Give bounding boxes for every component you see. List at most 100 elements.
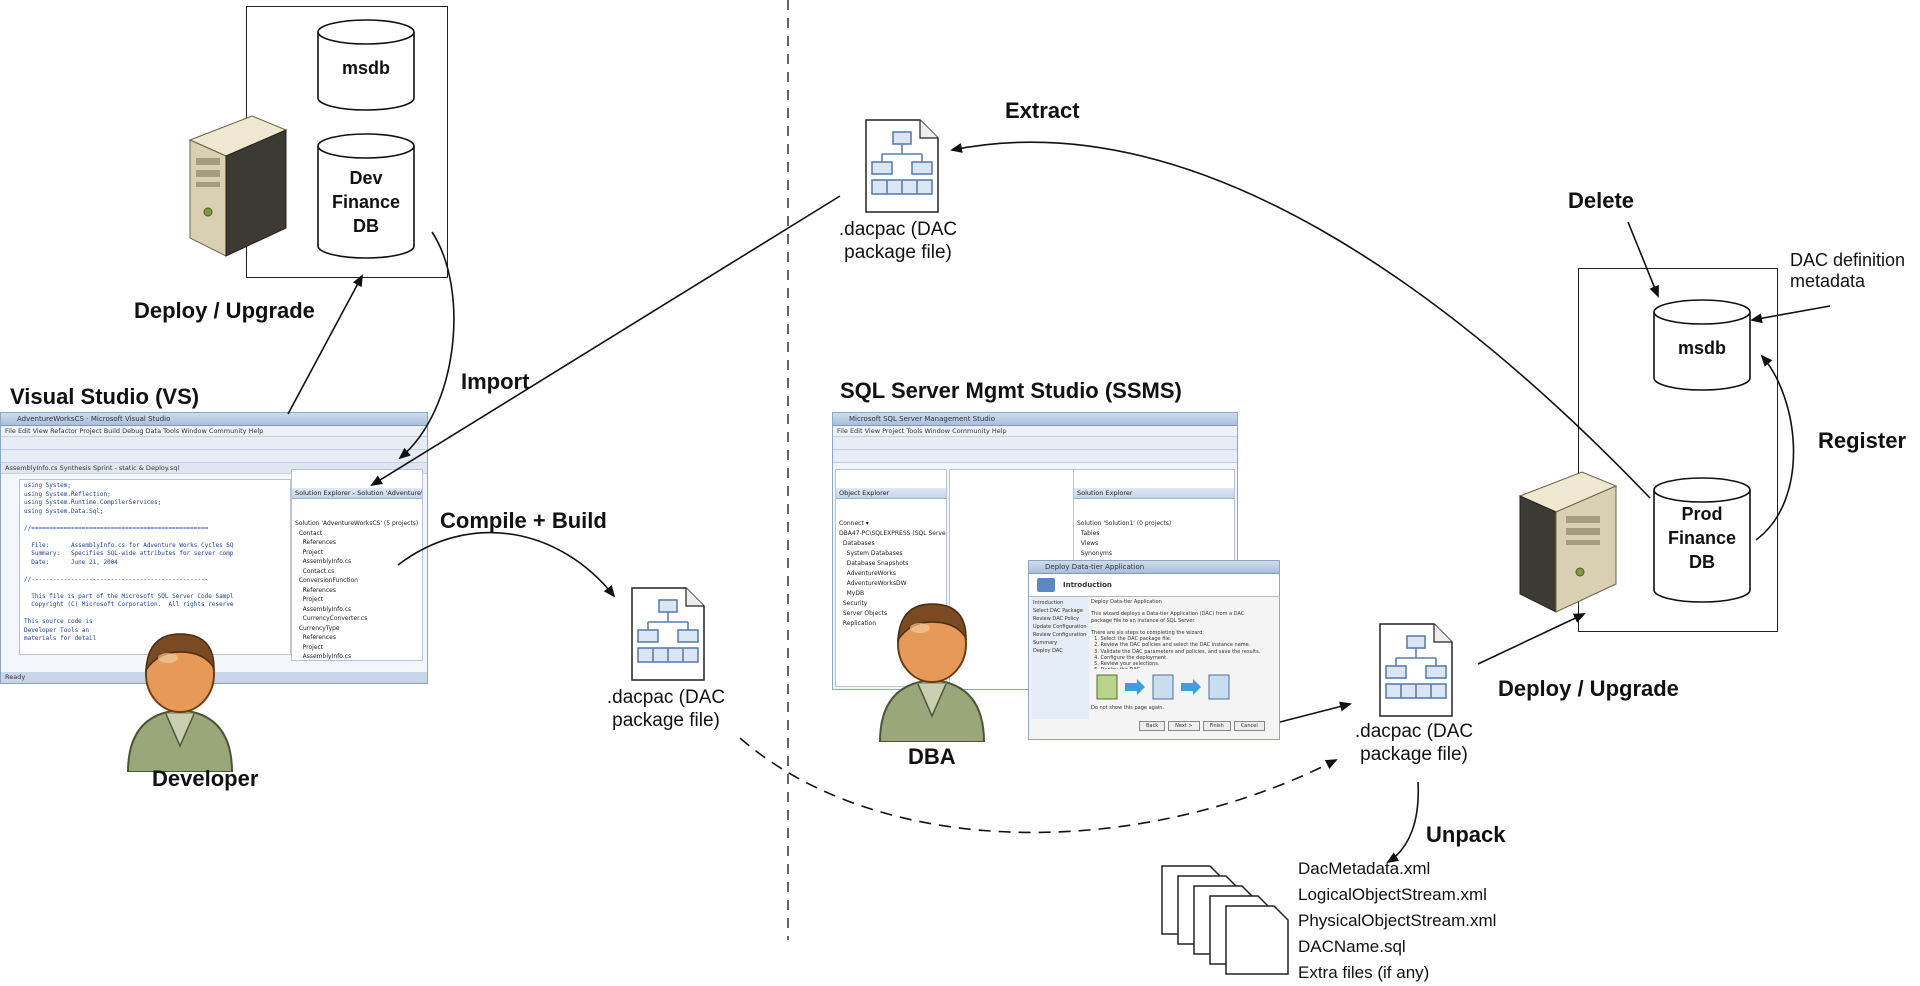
wizard-header-text: Introduction — [1063, 581, 1112, 589]
vs-menu-bar: File Edit View Refactor Project Build De… — [1, 426, 427, 437]
register-label: Register — [1818, 428, 1907, 453]
ssms-tree-item: AdventureWorks — [839, 570, 896, 577]
vs-code-line: //--------------------------------------… — [24, 575, 209, 583]
dac-definition-label: DAC definition metadata — [1790, 250, 1906, 291]
ssms-solution-explorer: Solution Explorer Solution 'Solution1' (… — [1073, 469, 1235, 561]
vs-code-line: File: AssemblyInfo.cs for Adventure Work… — [24, 541, 234, 549]
file-dacmetadata: DacMetadata.xml — [1298, 859, 1431, 878]
top-dacpac-caption: .dacpac (DAC package file) — [838, 219, 958, 263]
wizard-logo-icon — [1037, 578, 1055, 592]
wizard-cancel-button[interactable]: Cancel — [1233, 721, 1265, 731]
vs-code-line: Copyright (C) Microsoft Corporation. All… — [24, 601, 234, 608]
wizard-body: Deploy Data-tier Application This wizard… — [1091, 599, 1273, 669]
dev-msdb-cylinder: msdb — [316, 18, 416, 112]
unpacked-file-list: DacMetadata.xml LogicalObjectStream.xml … — [1298, 856, 1496, 986]
person-icon — [126, 633, 234, 772]
prod-msdb-cylinder: msdb — [1652, 298, 1752, 392]
ssms-tree-item: AdventureWorksDW — [839, 580, 907, 587]
vs-code-line — [24, 584, 286, 593]
ssms-object-explorer-title: Object Explorer — [836, 488, 946, 499]
vs-code-line: using System.Data.Sql; — [24, 507, 104, 515]
file-dacname-sql: DACName.sql — [1298, 937, 1406, 956]
vs-code-line: materials for detail — [24, 635, 97, 642]
wizard-body-line: package file to an instance of SQL Serve… — [1091, 617, 1196, 624]
vs-solution-item: References — [295, 634, 336, 641]
wizard-body-line: This wizard deploys a Data-tier Applicat… — [1091, 611, 1245, 618]
vs-code-line — [24, 567, 286, 576]
file-logical-object-stream: LogicalObjectStream.xml — [1298, 885, 1487, 904]
ssms-menu-bar: File Edit View Project Tools Window Comm… — [833, 426, 1237, 437]
vs-window-title: AdventureWorksCS - Microsoft Visual Stud… — [1, 413, 427, 426]
vs-toolbar-2 — [1, 450, 427, 463]
ssms-tree-item: Databases — [839, 540, 875, 547]
wizard-step: Update Configuration — [1033, 624, 1087, 630]
extract-label: Extract — [1005, 98, 1080, 123]
ssms-toolbar — [833, 437, 1237, 450]
ssms-solution-item: Tables — [1077, 530, 1100, 537]
left-deploy-upgrade-label: Deploy / Upgrade — [134, 298, 315, 323]
wizard-header: Introduction — [1029, 574, 1279, 597]
wizard-body-line: Deploy Data-tier Application — [1091, 599, 1162, 605]
wizard-footer: Do not show this page again. — [1091, 705, 1165, 711]
vs-code-line: This source code is — [24, 618, 93, 625]
dba-label: DBA — [908, 744, 956, 769]
file-physical-object-stream: PhysicalObjectStream.xml — [1298, 911, 1497, 930]
wizard-step: Select DAC Package — [1033, 608, 1083, 614]
file-extra-files: Extra files (if any) — [1298, 963, 1430, 982]
ssms-tree-item: DBA47-PC\SQLEXPRESS (SQL Server — [839, 530, 947, 537]
vs-solution-item: References — [295, 539, 336, 546]
unpack-label: Unpack — [1426, 822, 1506, 847]
vs-code-line: Developer Tools an — [24, 626, 90, 634]
wizard-step: Introduction — [1033, 600, 1064, 606]
import-label: Import — [461, 369, 530, 394]
ssms-tree-item: Security — [839, 600, 868, 607]
wizard-back-button[interactable]: Back — [1139, 721, 1166, 731]
vs-solution-item: References — [295, 586, 336, 594]
wizard-body-line: 3. Validate the DAC parameters and polic… — [1091, 648, 1261, 655]
vs-solution-title: Solution Explorer - Solution 'AdventureW… — [292, 488, 422, 499]
ssms-title: SQL Server Mgmt Studio (SSMS) — [840, 378, 1182, 403]
wizard-finish-button[interactable]: Finish — [1202, 721, 1231, 731]
wizard-step: Summary — [1033, 640, 1058, 646]
vs-solution-item: AssemblyInfo.cs — [295, 605, 352, 613]
vs-code-line: using System.Reflection; — [24, 490, 111, 498]
vs-title: Visual Studio (VS) — [10, 384, 200, 409]
vs-solution-item: CurrencyType — [295, 624, 340, 632]
vs-code-line — [24, 516, 286, 525]
wizard-title: Deploy Data-tier Application — [1029, 561, 1279, 574]
wizard-next-button[interactable]: Next > — [1168, 721, 1200, 731]
dacpac-file-icon — [1379, 623, 1453, 717]
person-icon — [878, 603, 986, 742]
ssms-tree-item: Server Objects — [839, 610, 888, 617]
left-dacpac-caption: .dacpac (DAC package file) — [606, 687, 726, 731]
ssms-tree-item: Connect ▾ — [839, 520, 869, 527]
wizard-body-line: 6. Deploy the DAC. — [1091, 667, 1273, 669]
vs-solution-item: Project — [295, 643, 324, 651]
server-icon — [188, 115, 288, 257]
wizard-body-line: 4. Configure the deployment. — [1091, 654, 1168, 661]
dacpac-file-icon — [865, 119, 939, 213]
ssms-tree-item: Replication — [839, 620, 877, 627]
stacked-files-icon — [1161, 865, 1289, 975]
vs-code-line — [24, 533, 286, 542]
prod-finance-db-label: Prod Finance DB — [1667, 504, 1737, 572]
vs-code-line: Summary: Specifies SQL-wide attributes f… — [24, 550, 234, 557]
ssms-window-title: Microsoft SQL Server Management Studio — [833, 413, 1237, 426]
vs-code-line: //======================================… — [24, 524, 209, 532]
wizard-body-line: 2. Review the DAC policies and select th… — [1091, 642, 1251, 649]
vs-toolbar — [1, 437, 427, 450]
wizard-illustration — [1096, 674, 1230, 700]
vs-code-line — [24, 610, 286, 619]
database-cylinder-icon — [1653, 477, 1751, 603]
vs-solution-item: Contact.cs — [295, 567, 335, 575]
ssms-tree-item: MyDB — [839, 590, 865, 597]
right-dacpac-caption: .dacpac (DAC package file) — [1354, 721, 1474, 765]
vs-tabs: AssemblyInfo.cs Synthesis Sprint - stati… — [1, 463, 427, 474]
ssms-tree-item: System Databases — [839, 550, 903, 557]
right-deploy-upgrade-label: Deploy / Upgrade — [1498, 676, 1679, 701]
wizard-step: Review DAC Policy — [1033, 616, 1079, 622]
vs-solution-item: Project — [295, 548, 324, 556]
database-cylinder-icon — [317, 19, 415, 111]
deploy-wizard-dialog: Deploy Data-tier Application Introductio… — [1028, 560, 1280, 740]
